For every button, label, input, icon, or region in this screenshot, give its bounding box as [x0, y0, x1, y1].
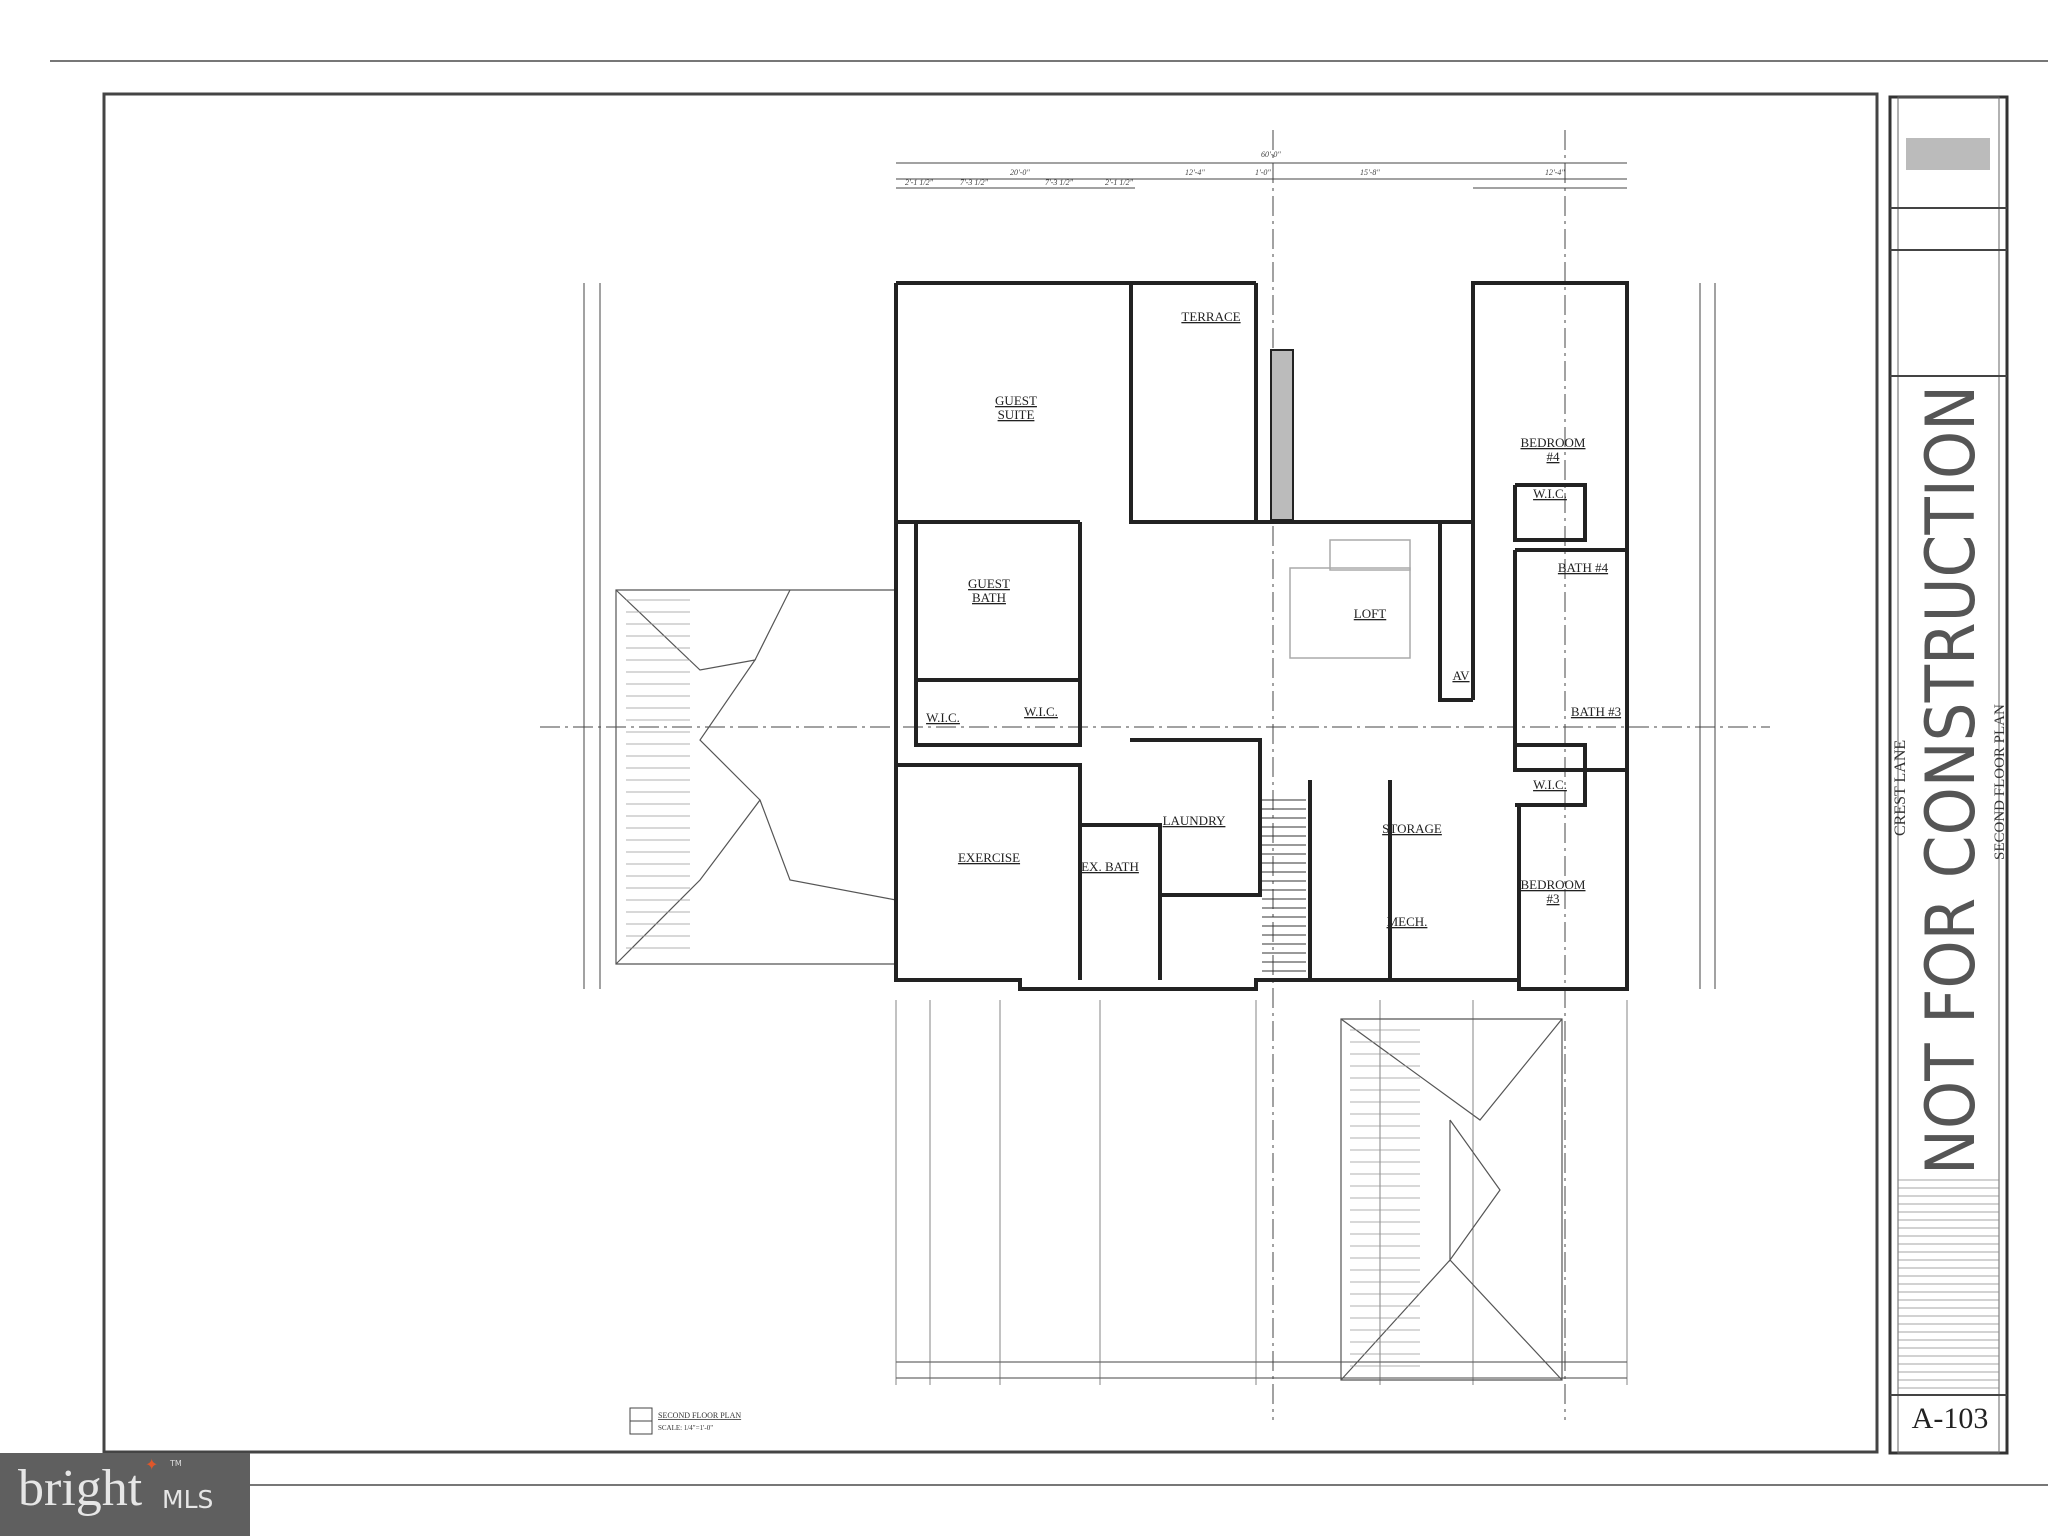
- drawing-scale: SCALE: 1/4"=1'-0": [658, 1424, 713, 1432]
- sheet-title: SECOND FLOOR PLAN: [1992, 704, 2008, 860]
- star-icon: ✦: [145, 1457, 159, 1474]
- drawing-border: [102, 92, 1879, 1454]
- logo-tm: TM: [170, 1459, 182, 1468]
- fireplace-chimney: [1270, 349, 1294, 521]
- room-label: BATH #3: [1571, 704, 1621, 719]
- room-label: GUEST: [995, 393, 1037, 408]
- room-label-line2: #3: [1547, 891, 1560, 906]
- loft-furniture: [1289, 567, 1411, 659]
- sheet-number: A-103: [1912, 1402, 1989, 1435]
- room-label: AV: [1452, 668, 1470, 683]
- dimension-label: 2'-1 1/2": [1105, 178, 1134, 187]
- project-name: CREST LANE: [1892, 740, 1909, 836]
- dimension-label: 15'-8": [1360, 168, 1380, 177]
- drawing-title: SECOND FLOOR PLAN SCALE: 1/4"=1'-0": [629, 1407, 741, 1435]
- dimension-label: 12'-4": [1185, 168, 1205, 177]
- room-label: EX. BATH: [1081, 859, 1139, 874]
- logo-suffix: MLS: [162, 1485, 214, 1514]
- room-label: TERRACE: [1181, 309, 1240, 324]
- dimension-label: 2'-1 1/2": [905, 178, 934, 187]
- right-roof: [1340, 1018, 1563, 1381]
- room-label: W.I.C.: [1533, 486, 1567, 501]
- room-label: BEDROOM: [1520, 877, 1585, 892]
- bright-mls-logo: bright ✦ TM MLS: [0, 1453, 250, 1536]
- room-label: STORAGE: [1382, 821, 1442, 836]
- room-label-line2: #4: [1547, 449, 1561, 464]
- room-label-line2: BATH: [972, 590, 1006, 605]
- room-label: LAUNDRY: [1163, 813, 1226, 828]
- room-label: BEDROOM: [1520, 435, 1585, 450]
- room-label: MECH.: [1387, 914, 1428, 929]
- not-for-construction-watermark: NOT FOR CONSTRUCTION: [1912, 385, 1991, 1175]
- room-label: W.I.C.: [1024, 704, 1058, 719]
- dimension-label: 7'-3 1/2": [960, 178, 989, 187]
- room-label: W.I.C.: [1533, 777, 1567, 792]
- dimension-label: 12'-4": [1545, 168, 1565, 177]
- logo-brand: bright: [18, 1460, 143, 1517]
- room-label: GUEST: [968, 576, 1010, 591]
- dimension-label: 7'-3 1/2": [1045, 178, 1074, 187]
- title-block: CREST LANE NOT FOR CONSTRUCTION SECOND F…: [1888, 95, 2009, 1455]
- dimension-label: 1'-0": [1255, 168, 1271, 177]
- room-label: EXERCISE: [958, 850, 1020, 865]
- room-label: BATH #4: [1558, 560, 1609, 575]
- room-labels: GUESTSUITETERRACEBEDROOM#4GUESTBATHLOFTW…: [926, 309, 1621, 929]
- dimension-lines: 60'-0" 20'-0" 12'-4" 1'-0" 15'-8" 12'-4"…: [540, 130, 1770, 1420]
- walls: [894, 281, 1629, 991]
- dimension-label: 60'-0": [1261, 150, 1281, 159]
- dimension-label: 20'-0": [1010, 168, 1030, 177]
- drawing-label: SECOND FLOOR PLAN: [658, 1411, 741, 1420]
- room-label: W.I.C.: [926, 710, 960, 725]
- room-label-line2: SUITE: [998, 407, 1035, 422]
- left-roof: [615, 589, 897, 965]
- room-label: LOFT: [1354, 606, 1387, 621]
- firm-logo: [1906, 138, 1990, 170]
